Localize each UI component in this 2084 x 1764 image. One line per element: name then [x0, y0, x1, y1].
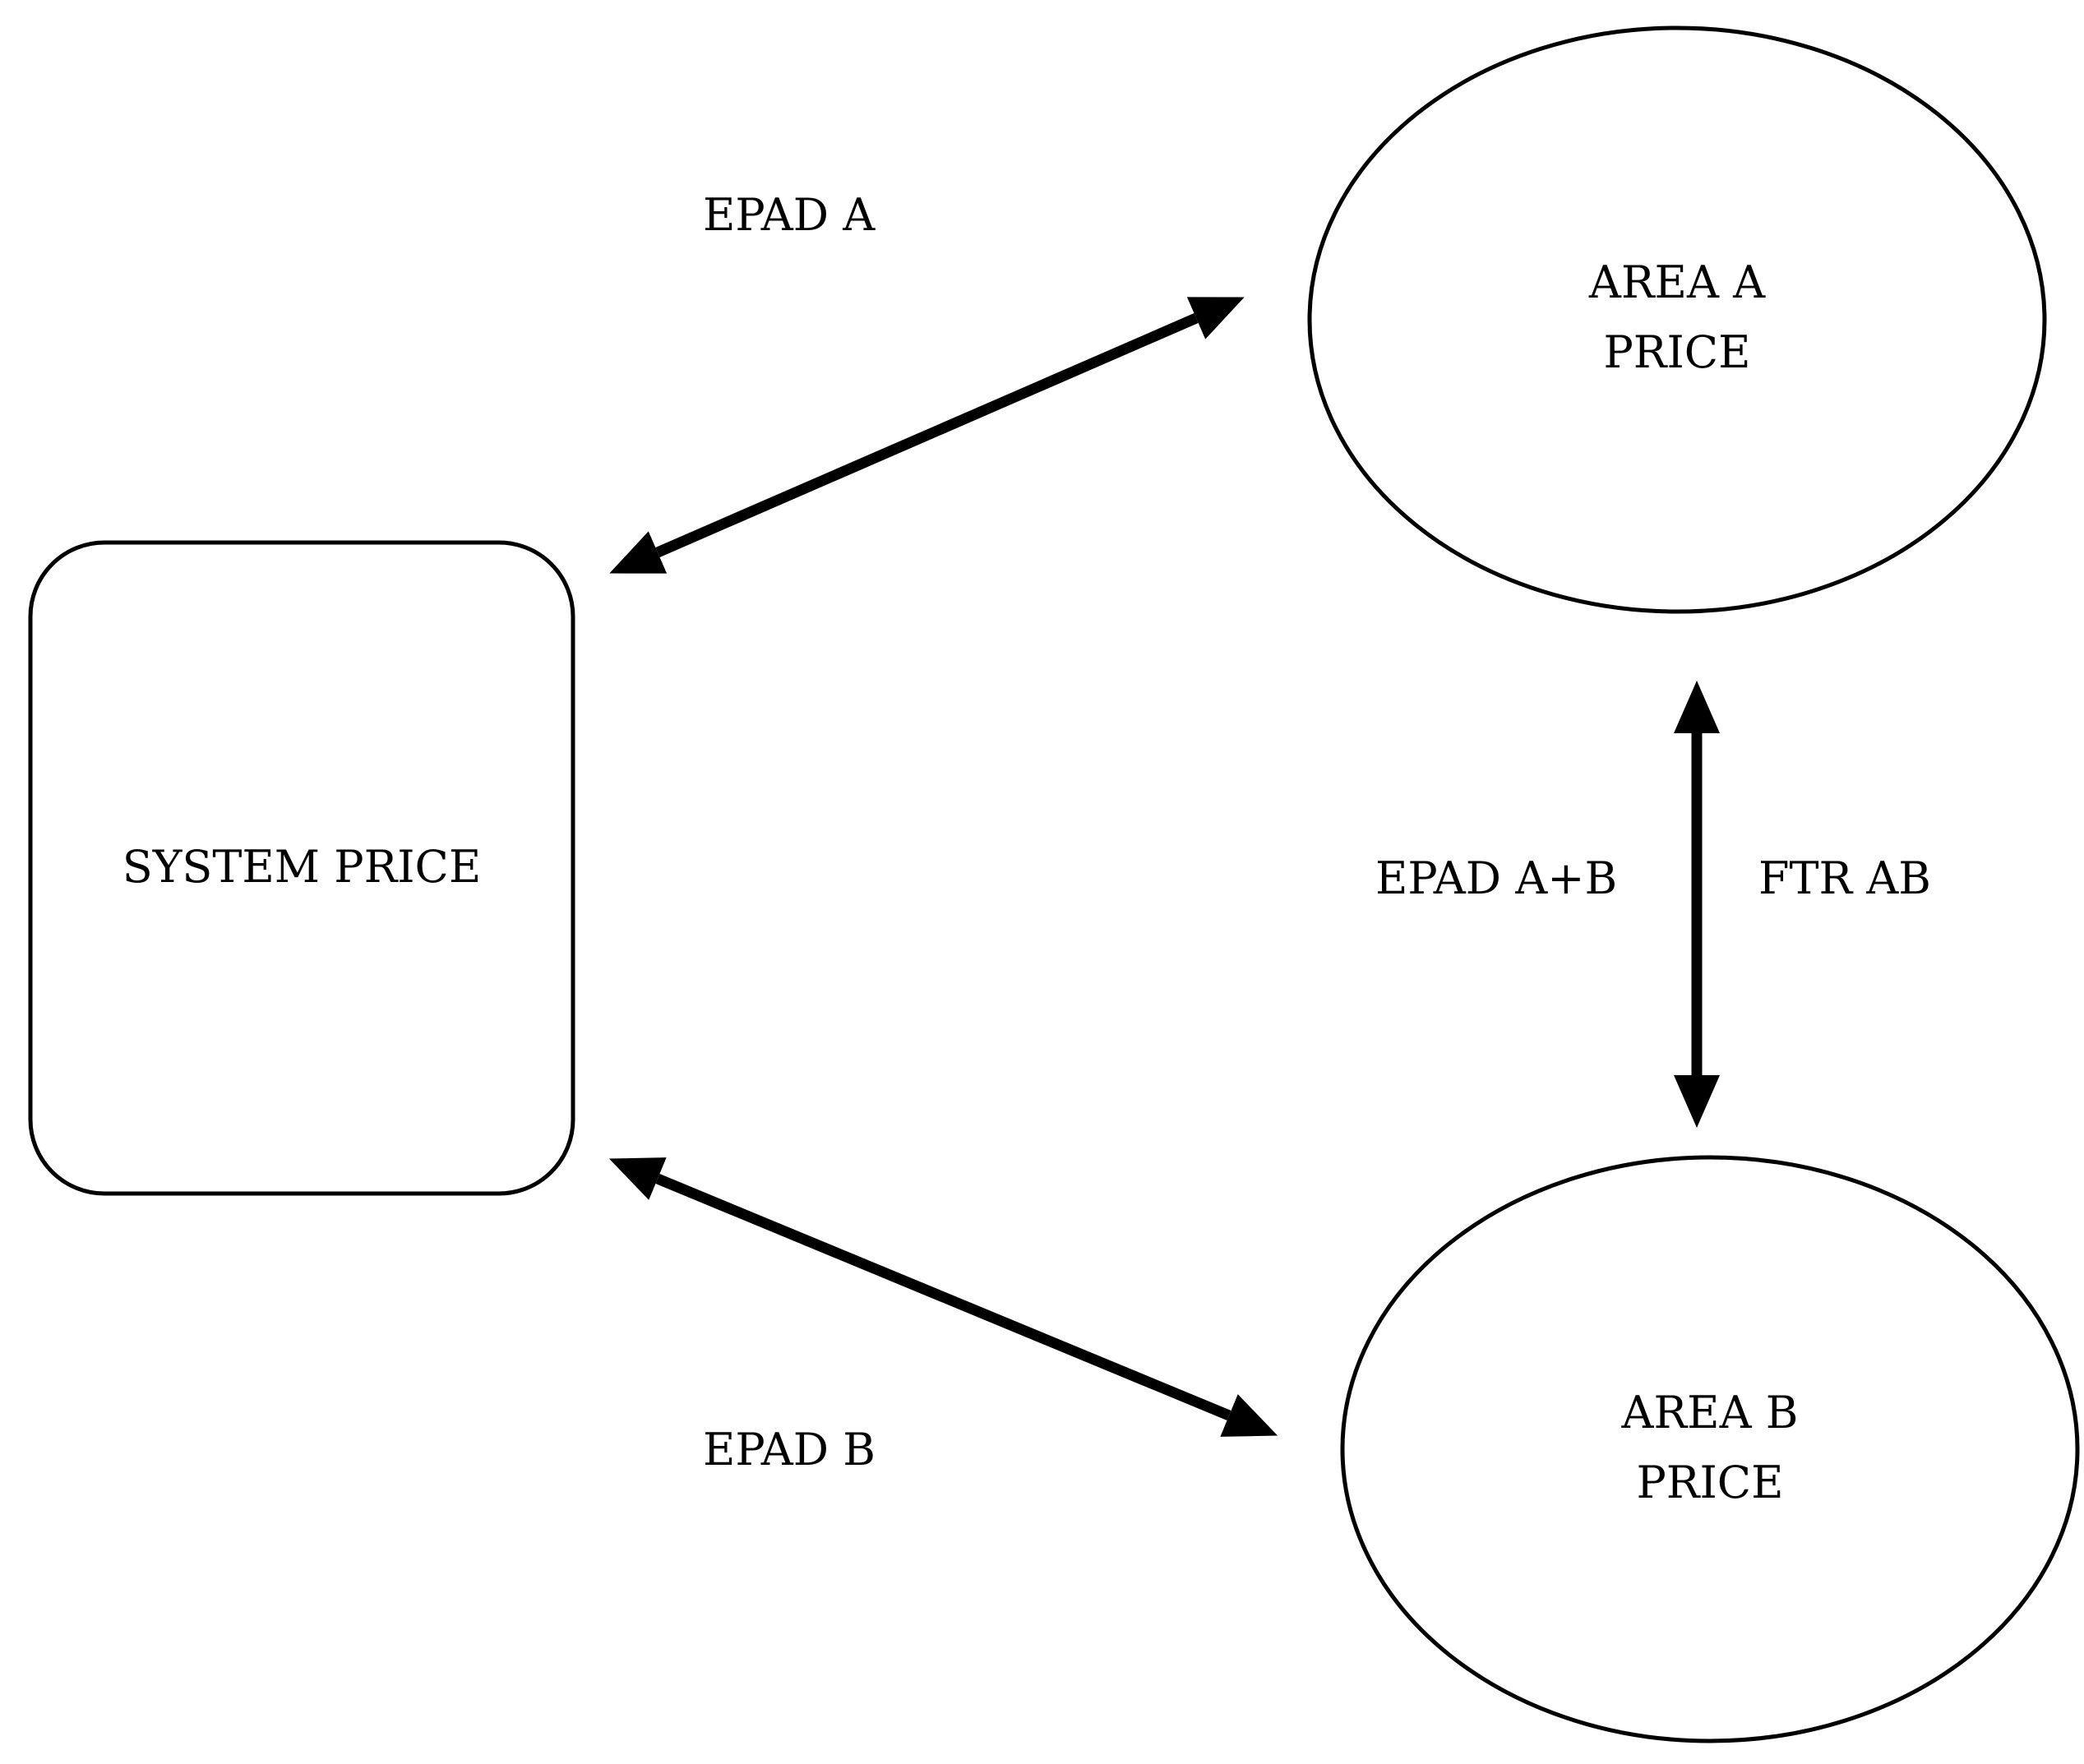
- area-a-label-line1: AREA A: [1588, 256, 1766, 308]
- system-price-node: [28, 540, 575, 1196]
- epad-a-label: EPAD A: [703, 189, 876, 241]
- area-b-label-line2: PRICE: [1636, 1457, 1783, 1508]
- area-a-price-node: [1307, 25, 2047, 614]
- epad-ab-label: EPAD A+B: [1375, 852, 1617, 904]
- area-b-label-line1: AREA B: [1621, 1387, 1799, 1438]
- epad-a-arrow: [609, 297, 1245, 574]
- area-a-label-line2: PRICE: [1603, 326, 1750, 378]
- epad-b-arrow: [608, 1157, 1278, 1437]
- system-price-label: SYSTEM PRICE: [122, 841, 482, 893]
- epad-b-label: EPAD B: [703, 1424, 876, 1475]
- ftr-ab-label: FTR AB: [1758, 852, 1931, 904]
- area-b-price-node: [1340, 1155, 2080, 1743]
